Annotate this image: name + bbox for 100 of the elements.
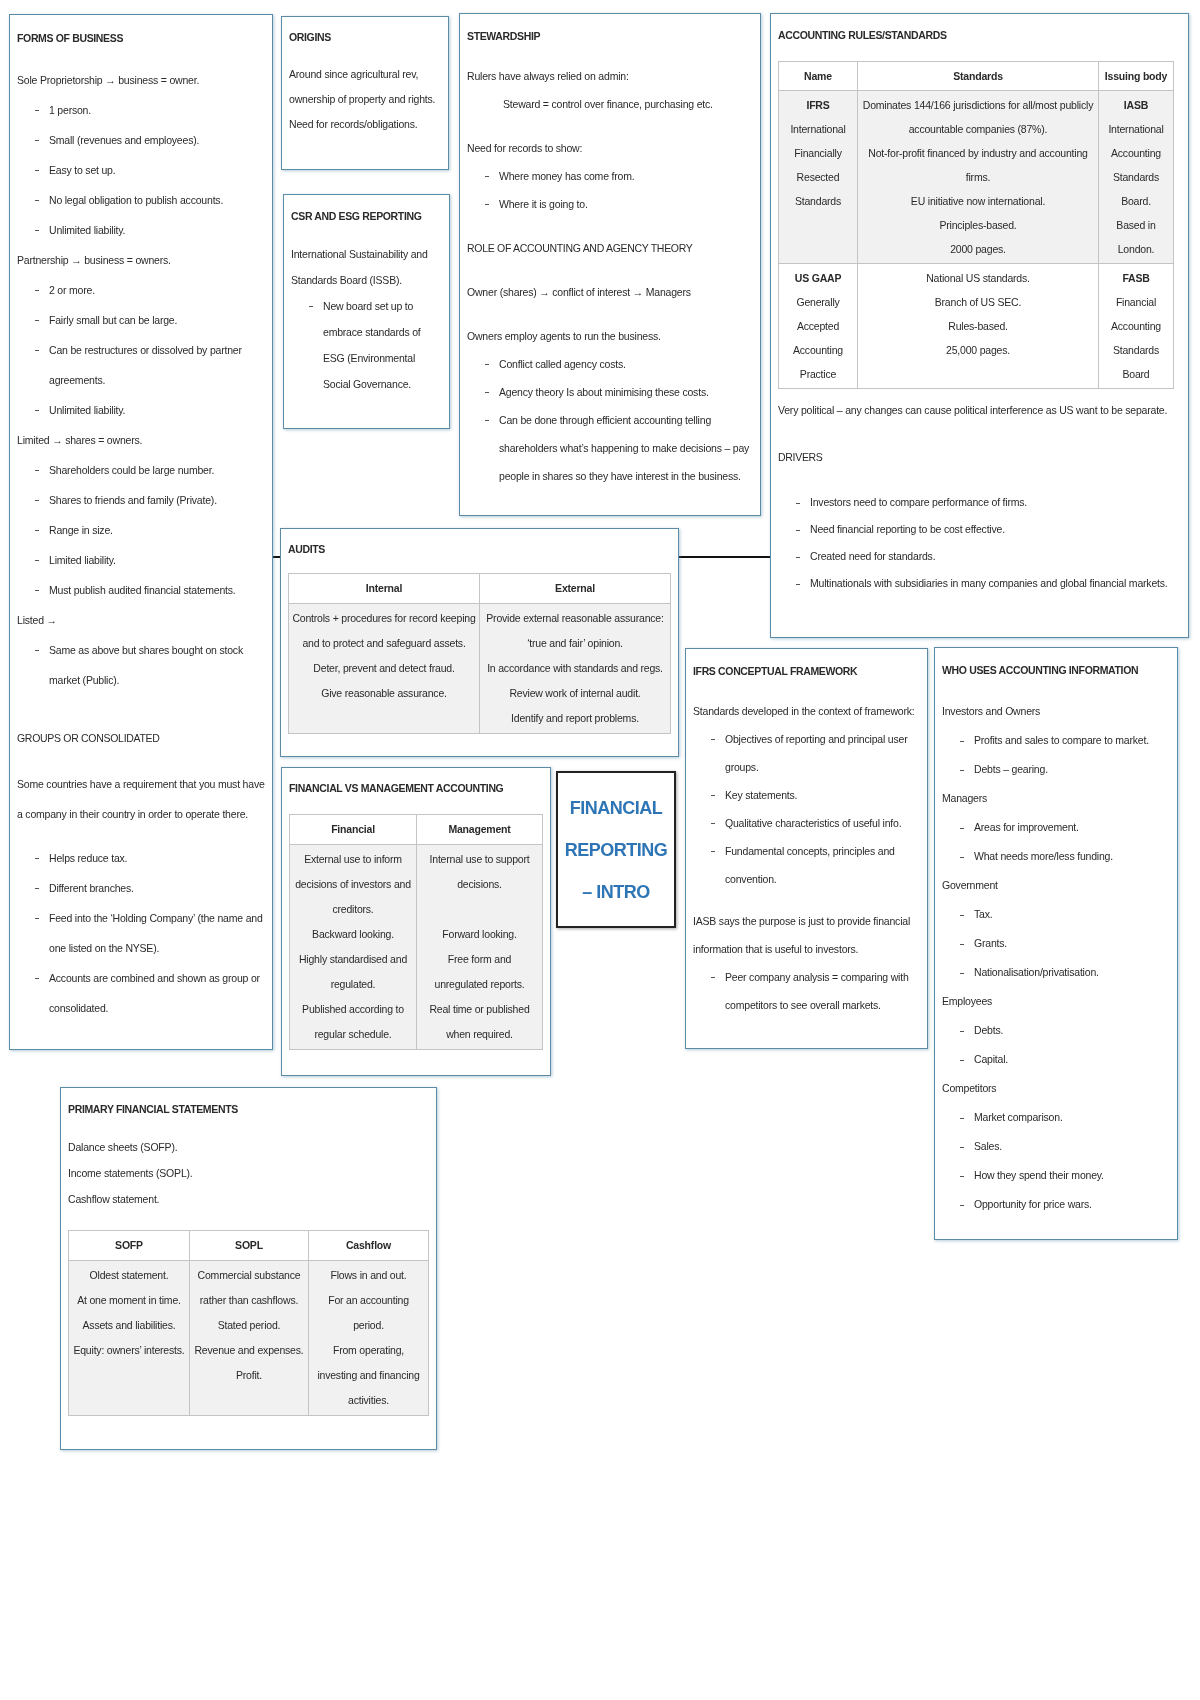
body-text: Limited → shares = owners.: [17, 433, 143, 448]
body-text: Steward = control over finance, purchasing etc.: [502, 97, 713, 112]
cell-text: International Accounting Standards Board.: [1107, 122, 1165, 209]
table-header-cell: [288, 573, 480, 604]
section-heading: ORIGINS: [289, 30, 331, 45]
cell-text: Internal use to support decisions.: [428, 852, 531, 892]
bullet-item: Where money has come from.: [467, 162, 635, 190]
body-text: Very political – any changes can cause political interference as US want to be separate.: [778, 403, 1168, 418]
table-cell: [289, 844, 417, 1050]
section-heading: AUDITS: [288, 542, 325, 557]
table-cell: [778, 90, 858, 264]
bullet-item: How they spend their money.: [942, 1161, 1104, 1190]
body-text: Listed →: [17, 613, 57, 628]
cell-text: Rules-based.: [948, 319, 1008, 334]
cell-text: Controls + procedures for record keeping and to protect and safeguard assets.: [292, 611, 476, 651]
body-text: Need for records/obligations.: [289, 117, 418, 132]
bullet-item: Shares to friends and family (Private).: [17, 485, 217, 515]
cell-text: Not-for-profit financed by industry and accounting firms.: [867, 146, 1089, 185]
cell-text: Commercial substance rather than cashflows.: [196, 1268, 302, 1308]
bullet-item: Investors need to compare performance of firms.: [778, 489, 1028, 516]
subheading: DRIVERS: [778, 450, 823, 465]
bullet-item: Helps reduce tax.: [17, 843, 128, 873]
bullet-item: Created need for standards.: [778, 543, 936, 570]
bullet-item: New board set up to embrace standards of ESG (Environmental Social Governance.: [291, 293, 442, 397]
section-panel: [281, 16, 449, 170]
cell-text: At one moment in time.: [77, 1293, 181, 1308]
cell-text: Stated period.: [217, 1318, 281, 1333]
cell-text: 2000 pages.: [950, 242, 1006, 257]
bullet-item: Sales.: [942, 1132, 1002, 1161]
cell-text: IFRS: [806, 98, 830, 113]
cell-text: Deter, prevent and detect fraud.: [313, 661, 455, 676]
body-text: Cashflow statement.: [68, 1192, 160, 1207]
section-panel: [9, 14, 273, 1050]
connector-line: [678, 556, 771, 558]
section-panel: [281, 767, 551, 1076]
cell-text: From operating, investing and financing activities.: [316, 1343, 421, 1408]
cell-text: Real time or published when required.: [428, 1002, 531, 1042]
bullet-item: Nationalisation/privatisation.: [942, 958, 1099, 987]
section-heading: PRIMARY FINANCIAL STATEMENTS: [68, 1102, 238, 1117]
body-text: Around since agricultural rev, ownership of property and rights.: [289, 67, 437, 107]
body-text: Government: [942, 878, 998, 893]
body-text: Sole Proprietorship → business = owner.: [17, 73, 200, 88]
table-cell: [778, 263, 858, 389]
cell-text: IASB: [1123, 98, 1149, 113]
cell-text: Financial Accounting Standards Board: [1110, 295, 1162, 382]
table-header-cell: [479, 573, 671, 604]
bullet-item: Range in size.: [17, 515, 113, 545]
bullet-item: Unlimited liability.: [17, 215, 126, 245]
cell-text: Provide external reasonable assurance: ‘true and fair’ opinion.: [485, 611, 665, 651]
bullet-item: Capital.: [942, 1045, 1008, 1074]
bullet-item: Accounts are combined and shown as group or consolidated.: [17, 963, 265, 1023]
body-text: Employees: [942, 994, 993, 1009]
cell-text: Equity: owners’ interests.: [73, 1343, 185, 1358]
cell-text: Free form and unregulated reports.: [433, 952, 526, 992]
bullet-item: Fairly small but can be large.: [17, 305, 178, 335]
body-text: Managers: [942, 791, 988, 806]
title-panel: [556, 771, 676, 928]
bullet-item: Where it is going to.: [467, 190, 588, 218]
cell-text: EU initiative now international.: [910, 194, 1046, 209]
header-text: Name: [804, 69, 832, 84]
cell-text: Principles-based.: [939, 218, 1017, 233]
section-heading: IFRS CONCEPTUAL FRAMEWORK: [693, 664, 858, 679]
cell-text: US GAAP: [794, 271, 842, 286]
header-text: Standards: [953, 69, 1003, 84]
section-panel: [934, 647, 1178, 1240]
cell-text: Review work of internal audit.: [509, 686, 641, 701]
bullet-item: Tax.: [942, 900, 993, 929]
body-text: Rulers have always relied on admin:: [467, 69, 629, 84]
header-text: SOFP: [115, 1238, 143, 1253]
header-text: Financial: [331, 822, 375, 837]
body-text: International Sustainability and Standards Board (ISSB).: [291, 247, 429, 288]
body-text: Income statements (SOPL).: [68, 1166, 193, 1181]
table-cell: [68, 1260, 190, 1416]
table-cell: [416, 844, 543, 1050]
cell-text: National US standards.: [926, 271, 1030, 286]
bullet-item: Limited liability.: [17, 545, 116, 575]
table-header-cell: [778, 61, 858, 91]
header-text: Management: [448, 822, 511, 837]
section-panel: [770, 13, 1189, 638]
cell-text: Branch of US SEC.: [934, 295, 1022, 310]
bullet-item: Objectives of reporting and principal user groups.: [693, 725, 920, 781]
bullet-item: Must publish audited financial statements.: [17, 575, 236, 605]
header-text: SOPL: [235, 1238, 263, 1253]
table-header-cell: [416, 814, 543, 845]
body-text: Owners employ agents to run the business.: [467, 329, 661, 344]
bullet-item: Feed into the ‘Holding Company’ (the name and one listed on the NYSE).: [17, 903, 265, 963]
subheading: ROLE OF ACCOUNTING AND AGENCY THEORY: [467, 241, 693, 256]
bullet-item: Easy to set up.: [17, 155, 116, 185]
bullet-item: Areas for improvement.: [942, 813, 1079, 842]
header-text: Issuing body: [1104, 69, 1168, 84]
cell-text: Identify and report problems.: [511, 711, 639, 726]
table-header-cell: [1098, 61, 1174, 91]
cell-text: Profit.: [236, 1368, 262, 1383]
bullet-item: Key statements.: [693, 781, 798, 809]
bullet-item: Fundamental concepts, principles and convention.: [693, 837, 920, 893]
table-cell: [1098, 90, 1174, 264]
section-heading: FINANCIAL VS MANAGEMENT ACCOUNTING: [289, 781, 504, 796]
header-text: Internal: [365, 581, 403, 596]
bullet-item: Qualitative characteristics of useful info.: [693, 809, 902, 837]
cell-text: For an accounting period.: [327, 1293, 410, 1333]
